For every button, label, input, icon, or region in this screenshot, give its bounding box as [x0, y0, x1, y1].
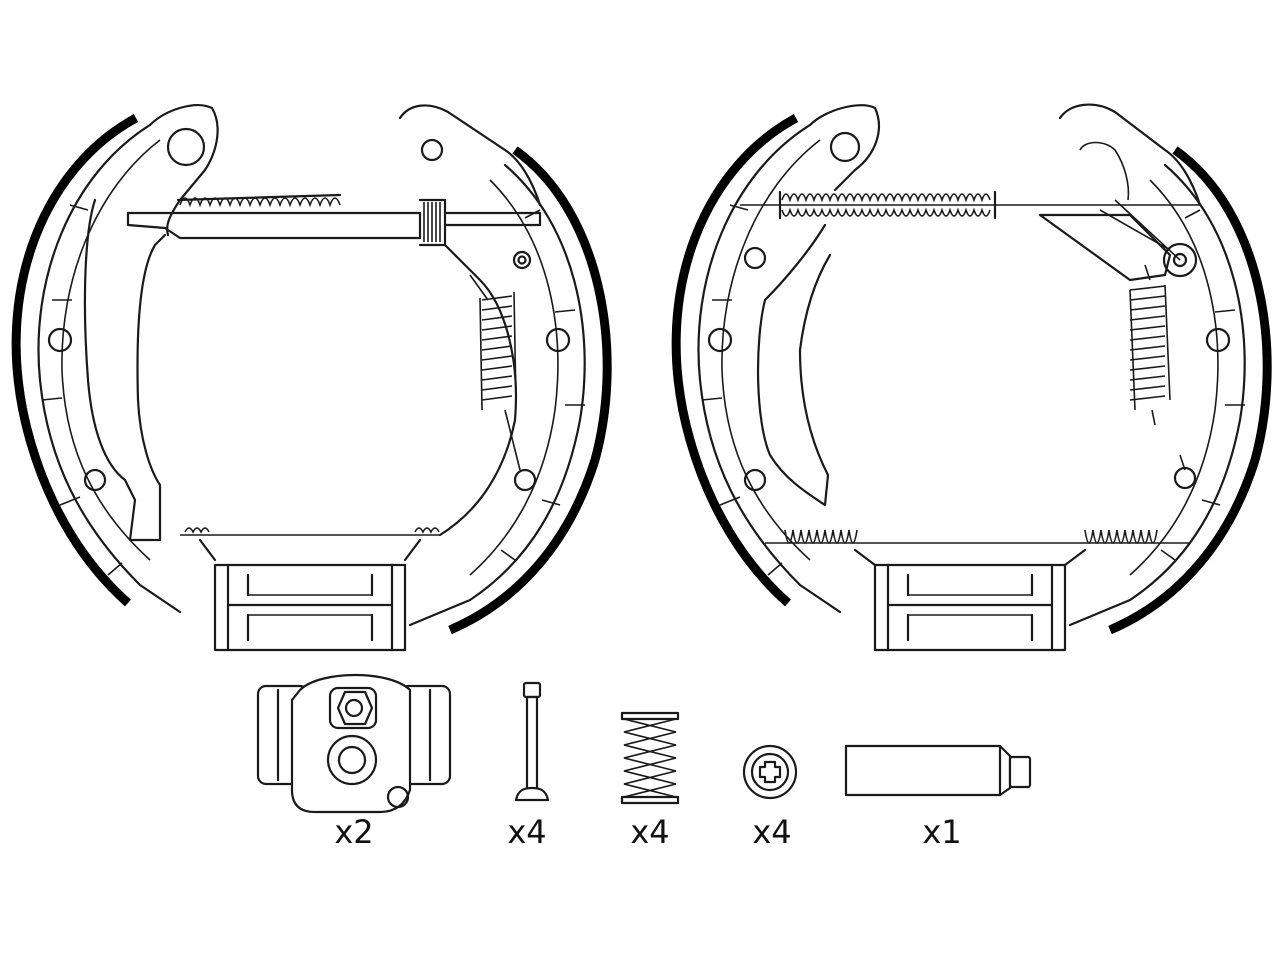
quantity-label-wheel-cylinder: x2 — [334, 813, 374, 851]
quantity-label-hold-down-spring: x4 — [630, 813, 670, 851]
wheel-cylinder — [256, 673, 452, 814]
spring-cup-washer — [742, 744, 798, 800]
hold-down-spring — [620, 711, 680, 805]
brake-assembly-right — [671, 103, 1272, 652]
quantity-label-grease-tube: x1 — [922, 813, 962, 851]
hold-down-pin — [514, 681, 550, 802]
quantity-label-spring-cup-washer: x4 — [752, 813, 792, 851]
brake-lining-left — [671, 114, 799, 607]
brake-assembly-left — [16, 105, 607, 650]
grease-tube — [844, 744, 1032, 797]
quantity-label-hold-down-pin: x4 — [507, 813, 547, 851]
brake-lining-right — [1108, 146, 1272, 635]
